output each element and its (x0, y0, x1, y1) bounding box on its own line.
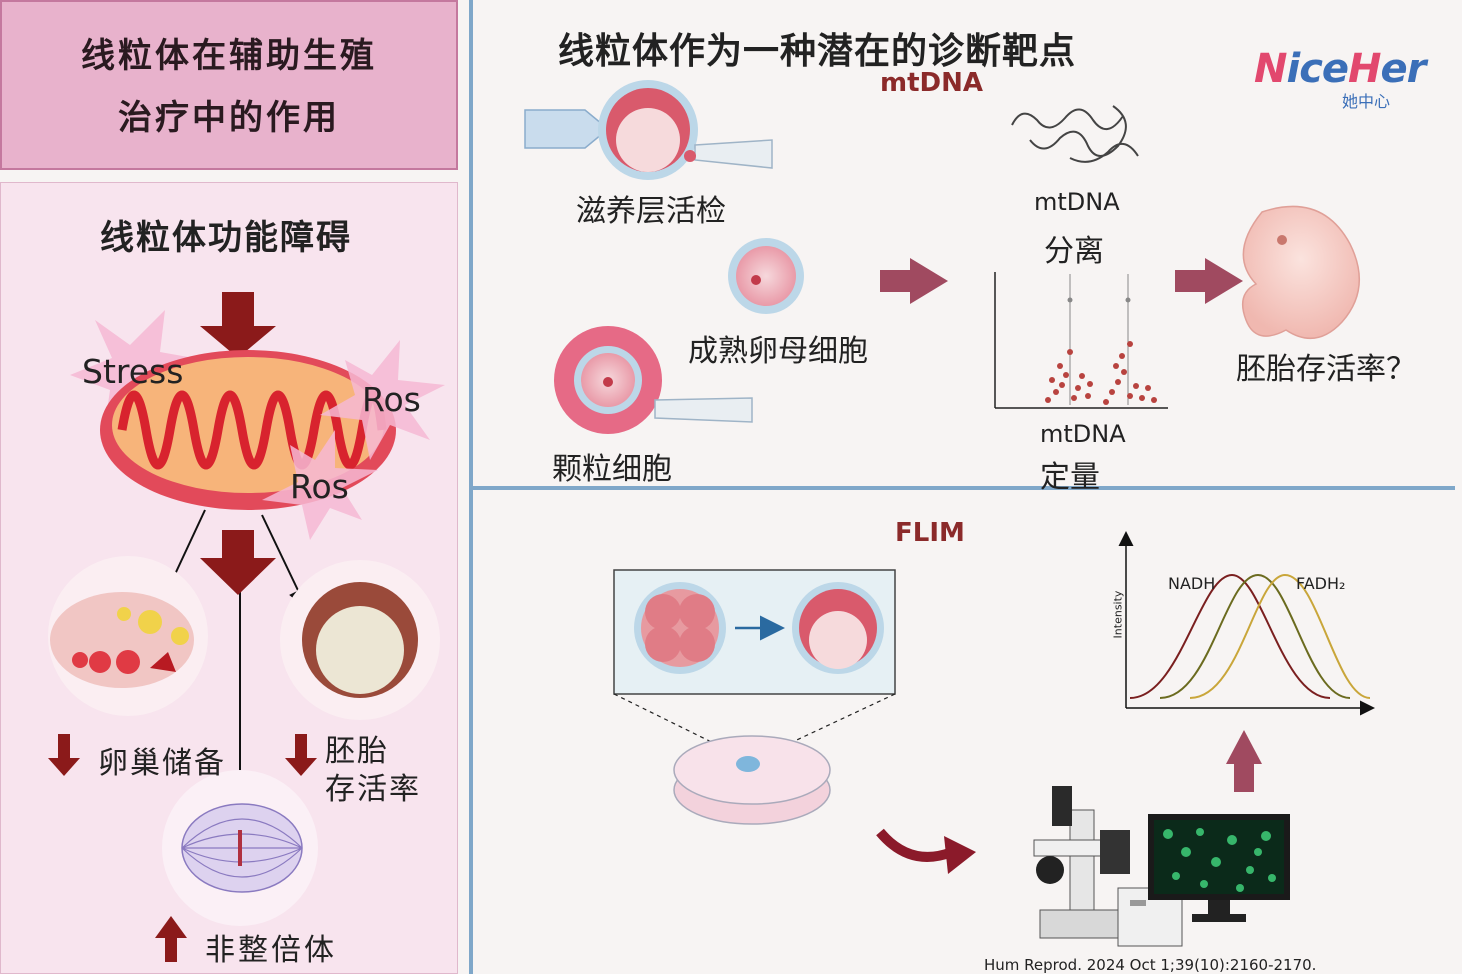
mature-oocyte-label: 成熟卵母细胞 (688, 334, 868, 369)
logo-text-er: er (1380, 46, 1427, 92)
arrow-to-separation (880, 258, 948, 304)
projection-line-left (613, 693, 749, 761)
nadh-label: NADH (1168, 574, 1216, 593)
granulosa-cells-label: 颗粒细胞 (552, 452, 672, 487)
decrease-arrow-embryo (285, 734, 317, 776)
granulosa-cells-icon (554, 326, 753, 434)
fadh-label: FADH₂ (1296, 574, 1346, 593)
quantification-label: 定量 (1040, 460, 1100, 495)
vertical-divider (469, 0, 473, 974)
spectrum-y-axis-label: Intensity (1111, 590, 1125, 639)
mature-oocyte-icon (728, 238, 804, 314)
logo-text-ice: ice (1286, 46, 1349, 92)
aneuploidy-label: 非整倍体 (205, 933, 337, 968)
mtdna-scatter-plot (994, 272, 1168, 409)
fluorescence-spectrum-chart (1118, 531, 1375, 716)
decrease-arrow-ovary (48, 734, 80, 776)
ovary-icon (48, 556, 208, 716)
mtdna-label-2: mtDNA (1040, 420, 1126, 448)
ros-burst-1 (320, 340, 445, 460)
stress-label: Stress (82, 352, 184, 391)
diagnostic-target-title: 线粒体作为一种潜在的诊断靶点 (558, 31, 1077, 72)
mtdna-heading: mtDNA (880, 68, 983, 98)
title-line-1: 线粒体在辅助生殖 (81, 36, 377, 76)
petri-dish-icon (673, 735, 831, 825)
embryo-fetus-icon (1241, 205, 1361, 340)
embryo-survival-question-label: 胚胎存活率？ (1236, 352, 1416, 387)
up-arrow-to-spectrum (1226, 730, 1262, 792)
embryo-survival-label-line1: 胚胎 (325, 734, 389, 769)
mtdna-strand-icon (1011, 105, 1139, 163)
mtdna-label: mtDNA (1034, 188, 1120, 216)
curved-arrow-to-microscope (876, 828, 976, 874)
embryo-survival-label-line2: 存活率 (325, 772, 421, 807)
citation: Hum Reprod. 2024 Oct 1;39(10):2160-2170. (984, 956, 1317, 974)
ovarian-reserve-label: 卵巢储备 (98, 746, 226, 781)
stress-burst (70, 310, 205, 425)
separation-label: 分离 (1044, 234, 1104, 269)
arrow-to-embryo-survival (1175, 258, 1243, 304)
title-box: 线粒体在辅助生殖 治疗中的作用 (0, 0, 458, 170)
logo-text-n: N (1254, 46, 1287, 92)
increase-arrow-aneuploidy (155, 916, 187, 962)
down-arrow-top (200, 292, 276, 358)
trophectoderm-biopsy-icon (524, 80, 773, 180)
down-arrow-middle (200, 530, 276, 595)
logo-subtitle: 她中心 (1342, 92, 1391, 111)
degraded-embryo-icon (280, 560, 440, 720)
trophectoderm-biopsy-label: 滋养层活检 (576, 194, 726, 229)
horizontal-divider (473, 486, 1455, 490)
flim-cell-box (613, 569, 896, 695)
dysfunction-heading: 线粒体功能障碍 (100, 218, 352, 258)
niceher-logo: NiceHer (1254, 46, 1427, 92)
monitor-icon (1148, 814, 1290, 922)
title-line-2: 治疗中的作用 (118, 98, 340, 138)
ros-burst-2 (262, 430, 378, 540)
ros-label-1: Ros (362, 380, 421, 419)
spindle-icon (162, 770, 318, 926)
ros-label-2: Ros (290, 467, 349, 506)
flim-heading: FLIM (895, 518, 965, 548)
logo-text-h: H (1348, 46, 1381, 92)
